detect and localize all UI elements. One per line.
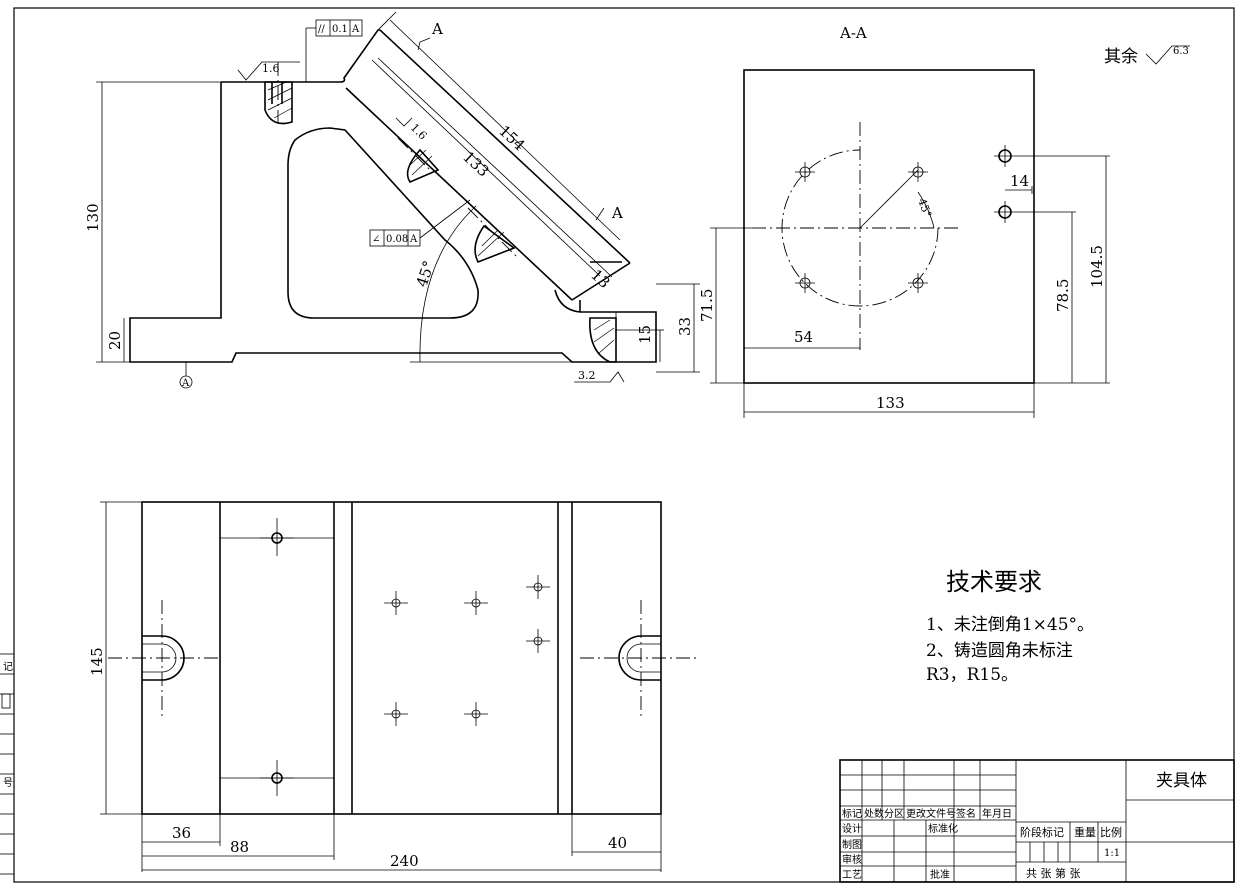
dim-right-small: 15 <box>636 325 654 344</box>
roughness-top-left: 1.6 <box>262 62 280 75</box>
tolerance-top-symbol: // <box>318 24 325 35</box>
section-angle: 45° <box>915 197 934 220</box>
dim-height: 130 <box>84 203 102 232</box>
section-marker-bottom: A <box>611 204 623 222</box>
title-block: 夹具体 标记 处数 分区 更改文件号 签名 年月日 设计 制图 审核 工艺 标准… <box>839 759 1235 883</box>
section-offset: 54 <box>794 328 813 346</box>
section-title: A-A <box>839 24 867 42</box>
plan-view: 145 36 88 240 40 <box>88 501 700 872</box>
tb-approve: 批准 <box>930 868 950 881</box>
tech-requirements: 技术要求 1、未注倒角1×45°。 2、铸造圆角未标注 R3，R15。 <box>926 568 1094 685</box>
section-width: 133 <box>876 394 905 412</box>
tb-header-sign: 签名 <box>956 807 976 820</box>
tb-weight: 重量 <box>1074 825 1096 839</box>
tb-header-count: 处数 <box>864 807 884 820</box>
tb-role-check: 审核 <box>842 853 862 866</box>
dim-angle-front: 45° <box>413 258 438 289</box>
margin-label-2: 号 <box>3 777 13 789</box>
section-view: A-A 45° 14 104.5 78 <box>698 24 1190 418</box>
section-hole-spacing: 14 <box>1010 172 1029 190</box>
dim-slant-inner: 133 <box>459 148 492 181</box>
section-marker-top: A <box>431 20 443 38</box>
drawing-border <box>13 7 1235 883</box>
section-h2: 78.5 <box>1054 279 1072 312</box>
dim-right-height: 33 <box>676 317 694 336</box>
plan-d1: 36 <box>172 824 191 842</box>
tolerance-top-datum: A <box>351 24 360 35</box>
roughness-slant: 1.6 <box>408 121 430 143</box>
dim-base: 20 <box>106 331 124 350</box>
tolerance-slant-value: 0.08 <box>386 234 408 245</box>
tb-header-date: 年月日 <box>982 807 1012 820</box>
tolerance-slant-datum: A <box>409 234 418 245</box>
part-name: 夹具体 <box>1156 771 1207 791</box>
tech-req-line-3: R3，R15。 <box>926 665 1018 685</box>
plan-d4: 40 <box>608 834 627 852</box>
plan-d3: 240 <box>390 852 419 870</box>
tech-req-line-2: 2、铸造圆角未标注 <box>926 641 1073 661</box>
tb-sheets: 共 张 第 张 <box>1026 866 1081 880</box>
section-h1: 71.5 <box>698 289 716 322</box>
plan-height: 145 <box>88 647 106 676</box>
tolerance-slant-symbol: ∠ <box>372 234 380 245</box>
tb-header-mark: 标记 <box>842 808 862 820</box>
tb-role-draw: 制图 <box>842 838 862 851</box>
margin-label-1: 记 <box>3 661 13 673</box>
datum-symbol: A <box>181 378 190 389</box>
tb-stage: 阶段标记 <box>1020 825 1064 839</box>
tb-header-doc: 更改文件号 <box>906 807 956 820</box>
tolerance-top-value: 0.1 <box>332 24 348 35</box>
binding-strip: 记 号 <box>0 653 14 875</box>
tb-header-zone: 分区 <box>884 808 904 820</box>
tb-role-process: 工艺 <box>842 869 862 881</box>
dim-slant-outer: 154 <box>495 122 528 155</box>
tb-scale: 1:1 <box>1104 848 1120 859</box>
front-view: 130 20 154 133 13 45° 33 15 A A 1.6 1.6 … <box>84 11 700 389</box>
roughness-bottom-right: 3.2 <box>578 369 596 382</box>
plan-d2: 88 <box>230 838 249 856</box>
tech-req-title: 技术要求 <box>946 568 1042 596</box>
surface-rest-prefix: 其余 <box>1104 47 1138 67</box>
tb-standardize: 标准化 <box>928 822 958 835</box>
tb-scale-label: 比例 <box>1100 825 1122 839</box>
surface-rest-value: 6.3 <box>1173 46 1189 57</box>
tb-role-design: 设计 <box>842 822 862 835</box>
tech-req-line-1: 1、未注倒角1×45°。 <box>926 615 1094 635</box>
section-h3: 104.5 <box>1088 245 1106 288</box>
